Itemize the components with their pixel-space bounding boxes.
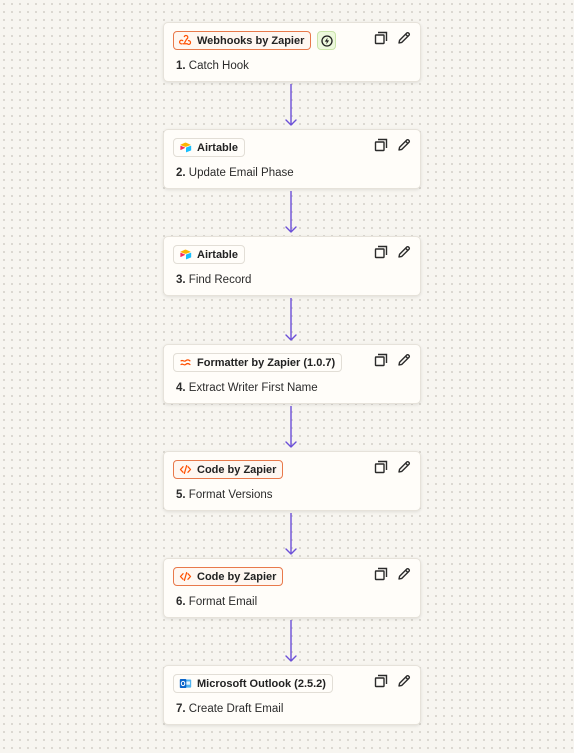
pencil-icon <box>397 674 411 693</box>
copy-icon <box>374 674 388 693</box>
copy-button[interactable] <box>373 138 388 157</box>
webhook-icon <box>179 34 192 47</box>
formatter-icon <box>179 356 192 369</box>
outlook-icon <box>179 677 192 690</box>
code-icon <box>179 463 192 476</box>
pencil-icon <box>397 138 411 157</box>
step-actions <box>373 460 411 479</box>
zap-step-3[interactable]: Airtable 3. Find Record <box>163 236 421 296</box>
copy-button[interactable] <box>373 674 388 693</box>
app-chip[interactable]: Code by Zapier <box>173 460 284 479</box>
pencil-icon <box>397 567 411 586</box>
app-chip[interactable]: Airtable <box>173 245 245 264</box>
step-name: Format Versions <box>188 489 273 501</box>
pencil-icon <box>397 353 411 372</box>
instant-trigger-icon <box>317 31 336 50</box>
copy-icon <box>374 138 388 157</box>
step-title: 1. Catch Hook <box>176 60 249 72</box>
step-number: 3. <box>176 274 186 286</box>
app-chip[interactable]: Webhooks by Zapier <box>173 31 312 50</box>
step-connector-arrow <box>284 84 298 126</box>
step-number: 1. <box>176 60 186 72</box>
pencil-button[interactable] <box>396 567 411 586</box>
step-actions <box>373 353 411 372</box>
zap-step-5[interactable]: Code by Zapier 5. Format Versions <box>163 451 421 511</box>
app-name: Airtable <box>197 141 238 154</box>
step-title: 4. Extract Writer First Name <box>176 382 318 394</box>
step-actions <box>373 567 411 586</box>
step-connector-arrow <box>284 298 298 341</box>
step-connector-arrow <box>284 406 298 448</box>
step-title: 5. Format Versions <box>176 489 273 501</box>
pencil-button[interactable] <box>396 460 411 479</box>
pencil-button[interactable] <box>396 245 411 264</box>
app-name: Microsoft Outlook (2.5.2) <box>197 677 326 690</box>
airtable-icon <box>179 248 192 261</box>
step-name: Extract Writer First Name <box>188 382 318 394</box>
app-name: Code by Zapier <box>197 463 277 476</box>
copy-button[interactable] <box>373 31 388 50</box>
copy-icon <box>374 567 388 586</box>
copy-button[interactable] <box>373 245 388 264</box>
step-number: 4. <box>176 382 186 394</box>
step-connector-arrow <box>284 620 298 662</box>
airtable-icon <box>179 141 192 154</box>
copy-icon <box>374 460 388 479</box>
zap-step-6[interactable]: Code by Zapier 6. Format Email <box>163 558 421 618</box>
step-number: 6. <box>176 596 186 608</box>
step-title: 3. Find Record <box>176 274 251 286</box>
app-name: Formatter by Zapier (1.0.7) <box>197 356 336 369</box>
step-name: Format Email <box>188 596 258 608</box>
pencil-button[interactable] <box>396 31 411 50</box>
step-actions <box>373 138 411 157</box>
step-title: 6. Format Email <box>176 596 257 608</box>
app-name: Airtable <box>197 248 238 261</box>
pencil-button[interactable] <box>396 138 411 157</box>
step-number: 5. <box>176 489 186 501</box>
copy-icon <box>374 245 388 264</box>
step-title: 7. Create Draft Email <box>176 703 283 715</box>
copy-icon <box>374 31 388 50</box>
step-number: 2. <box>176 167 186 179</box>
step-actions <box>373 31 411 50</box>
zap-step-1[interactable]: Webhooks by Zapier 1. Catch Hook <box>163 22 421 82</box>
step-actions <box>373 674 411 693</box>
step-connector-arrow <box>284 191 298 233</box>
app-chip[interactable]: Formatter by Zapier (1.0.7) <box>173 353 343 372</box>
step-name: Create Draft Email <box>188 703 284 715</box>
code-icon <box>179 570 192 583</box>
app-chip[interactable]: Code by Zapier <box>173 567 284 586</box>
pencil-icon <box>397 31 411 50</box>
step-title: 2. Update Email Phase <box>176 167 294 179</box>
step-name: Find Record <box>188 274 252 286</box>
zap-step-7[interactable]: Microsoft Outlook (2.5.2) 7. Create Draft… <box>163 665 421 725</box>
copy-icon <box>374 353 388 372</box>
step-name: Update Email Phase <box>188 167 294 179</box>
app-chip[interactable]: Airtable <box>173 138 245 157</box>
app-name: Code by Zapier <box>197 570 277 583</box>
zap-step-4[interactable]: Formatter by Zapier (1.0.7) 4. Extract Wr… <box>163 344 421 404</box>
pencil-icon <box>397 245 411 264</box>
app-chip[interactable]: Microsoft Outlook (2.5.2) <box>173 674 333 693</box>
zap-step-2[interactable]: Airtable 2. Update Email Phase <box>163 129 421 189</box>
pencil-icon <box>397 460 411 479</box>
app-name: Webhooks by Zapier <box>197 34 305 47</box>
step-name: Catch Hook <box>188 60 249 72</box>
copy-button[interactable] <box>373 567 388 586</box>
copy-button[interactable] <box>373 460 388 479</box>
copy-button[interactable] <box>373 353 388 372</box>
step-number: 7. <box>176 703 186 715</box>
step-actions <box>373 245 411 264</box>
pencil-button[interactable] <box>396 353 411 372</box>
step-connector-arrow <box>284 513 298 555</box>
pencil-button[interactable] <box>396 674 411 693</box>
